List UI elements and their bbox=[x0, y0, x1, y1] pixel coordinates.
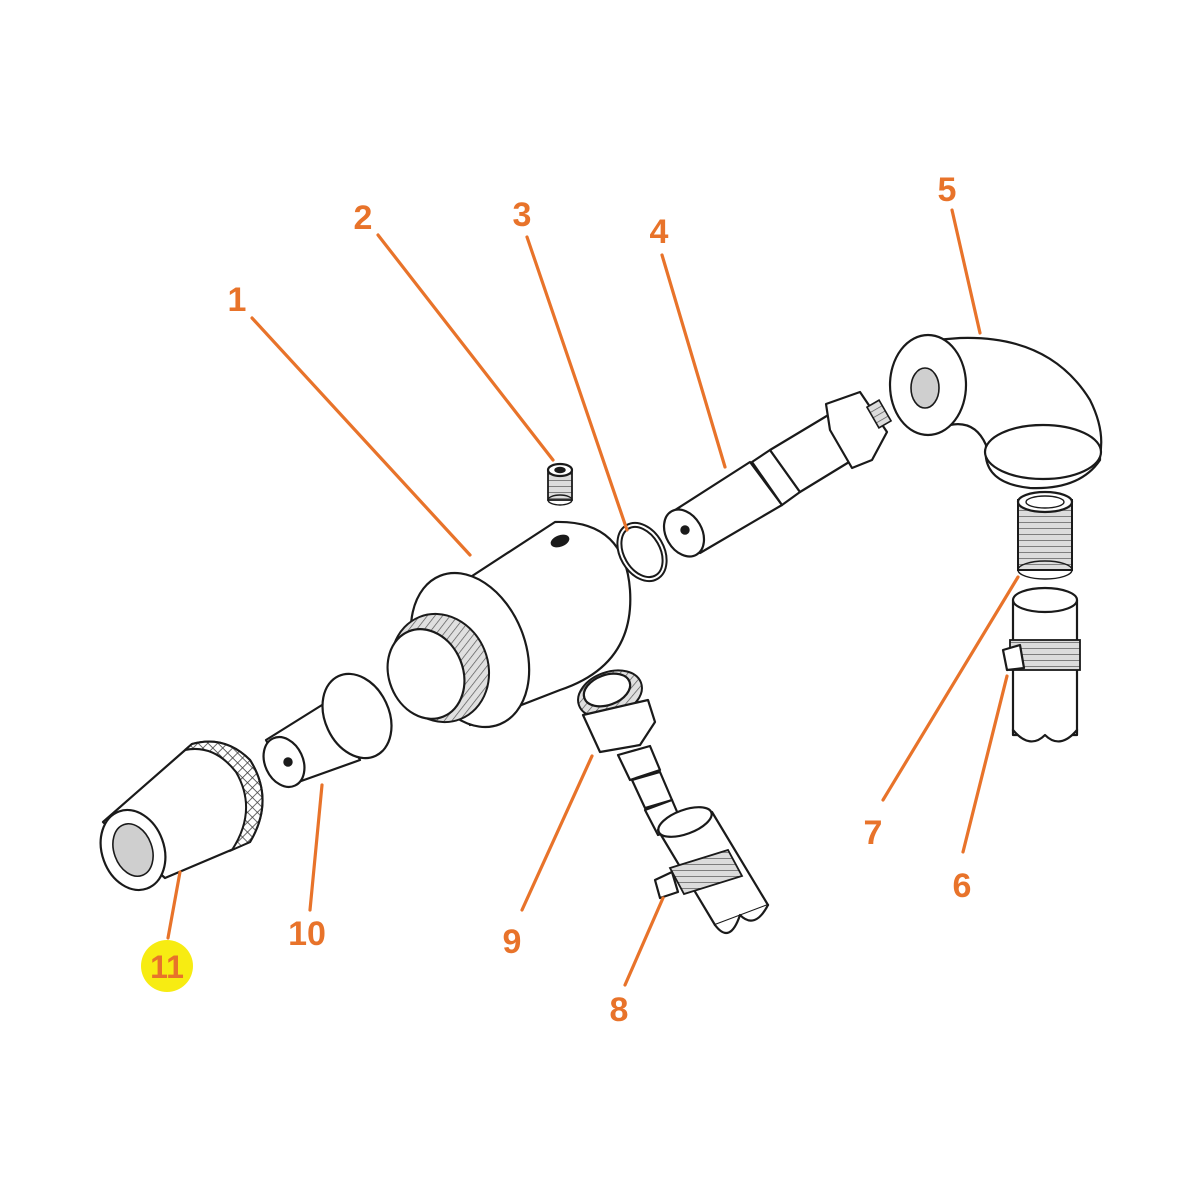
leader-10 bbox=[308, 783, 324, 912]
part-4-valve-stem bbox=[662, 390, 893, 558]
leader-11 bbox=[166, 870, 182, 940]
callout-9: 9 bbox=[503, 923, 522, 961]
part-7-threaded-nipple bbox=[1016, 490, 1074, 580]
part-5-elbow bbox=[888, 333, 1103, 490]
leader-2 bbox=[376, 233, 555, 462]
callout-5: 5 bbox=[938, 171, 957, 209]
leader-8 bbox=[623, 896, 665, 987]
leader-6 bbox=[961, 674, 1009, 854]
callout-2: 2 bbox=[354, 199, 373, 237]
leader-4 bbox=[660, 253, 727, 469]
leader-5 bbox=[950, 208, 982, 335]
part-10-nozzle-insert bbox=[262, 672, 393, 788]
callout-10: 10 bbox=[288, 915, 326, 953]
callout-7: 7 bbox=[864, 814, 883, 852]
part-6-hose-clamp bbox=[1001, 586, 1081, 743]
callout-11-highlighted: 11 bbox=[141, 940, 193, 992]
callout-8: 8 bbox=[610, 991, 629, 1029]
callout-6: 6 bbox=[953, 867, 972, 905]
part-8-hose-clamp bbox=[653, 806, 770, 935]
leader-7 bbox=[881, 575, 1020, 802]
callout-4: 4 bbox=[650, 213, 669, 251]
leader-9 bbox=[520, 754, 594, 912]
callout-11-highlight-circle bbox=[141, 940, 193, 992]
part-1-main-body bbox=[386, 520, 632, 729]
leader-1 bbox=[250, 316, 472, 557]
part-2-set-screw bbox=[546, 462, 574, 506]
callout-labels: 1 2 3 4 5 6 7 8 9 10 11 bbox=[141, 171, 971, 1029]
callout-3: 3 bbox=[513, 196, 532, 234]
part-9-barbed-fitting bbox=[577, 669, 686, 837]
leader-lines bbox=[166, 208, 1020, 987]
leader-3 bbox=[525, 235, 629, 532]
callout-11: 11 bbox=[150, 949, 184, 985]
callout-1: 1 bbox=[228, 281, 247, 319]
part-11-nozzle-nut bbox=[99, 740, 264, 892]
